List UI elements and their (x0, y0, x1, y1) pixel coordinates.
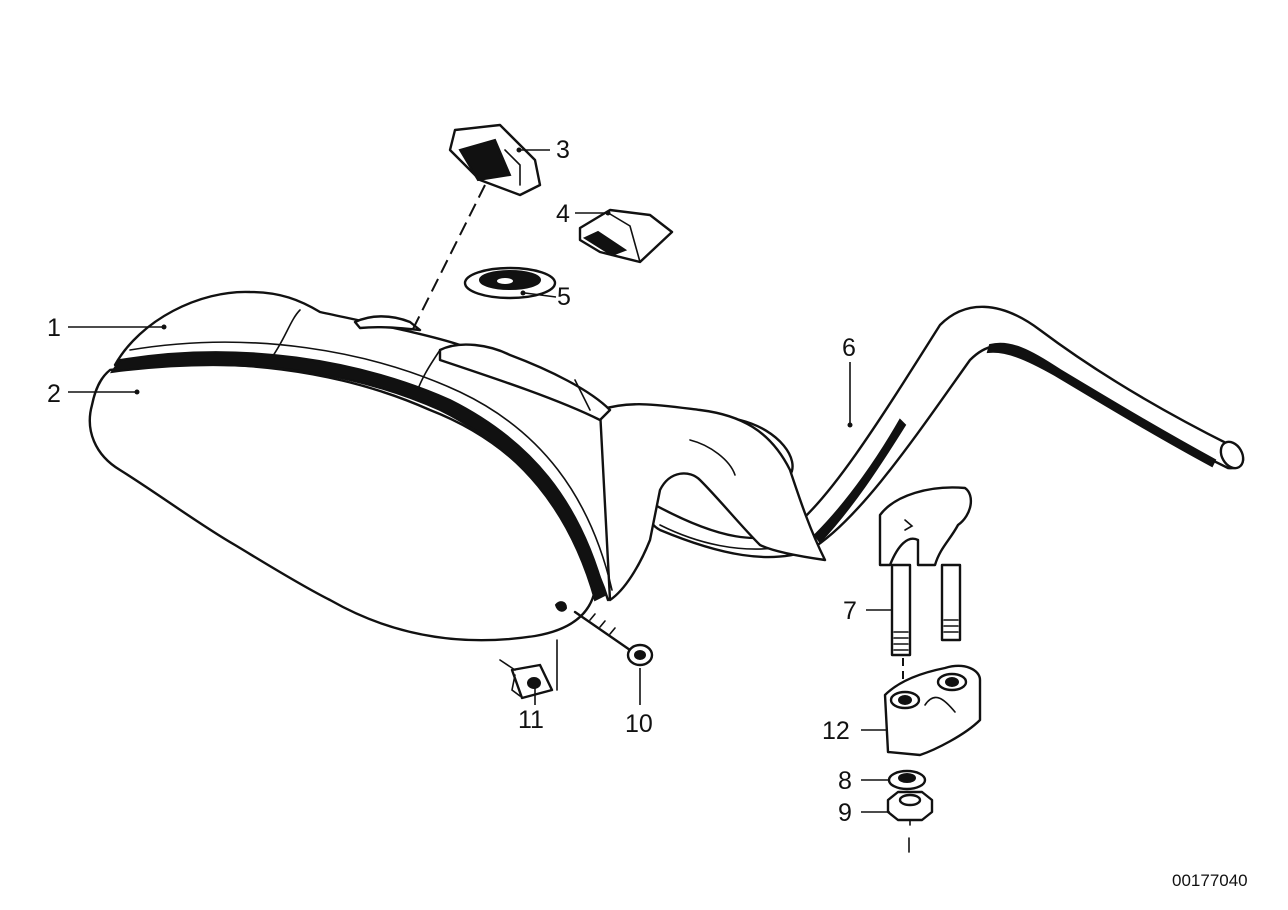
clamp-upper-part-7 (878, 486, 973, 657)
headlight-lens (88, 341, 613, 642)
leader-lines (68, 147, 893, 813)
callout-1: 1 (47, 314, 61, 342)
assembly-line-3 (409, 184, 486, 336)
clamp-lower-part-12 (883, 664, 982, 757)
callout-9: 9 (838, 799, 852, 827)
washer-part-8 (887, 769, 927, 791)
mount-hole (554, 601, 568, 612)
block-part-4 (578, 208, 674, 264)
nut-part-9 (886, 790, 934, 826)
callout-2: 2 (47, 380, 61, 408)
callout-5: 5 (557, 283, 571, 311)
callout-3: 3 (556, 136, 570, 164)
callout-7: 7 (843, 597, 857, 625)
grommet-part-5 (463, 266, 557, 300)
screw-part-10 (573, 610, 654, 667)
nut-clip-part-11 (499, 659, 554, 700)
callout-11: 11 (518, 706, 544, 734)
callout-4: 4 (556, 200, 570, 228)
callout-8: 8 (838, 767, 852, 795)
callout-6: 6 (842, 334, 856, 362)
reference-number: 00177040 (1172, 871, 1248, 890)
callout-12: 12 (822, 717, 850, 745)
callout-10: 10 (625, 710, 653, 738)
callout-labels: 1 2 3 4 5 6 7 8 9 10 11 12 (47, 136, 857, 827)
clip-part-3 (448, 123, 542, 197)
